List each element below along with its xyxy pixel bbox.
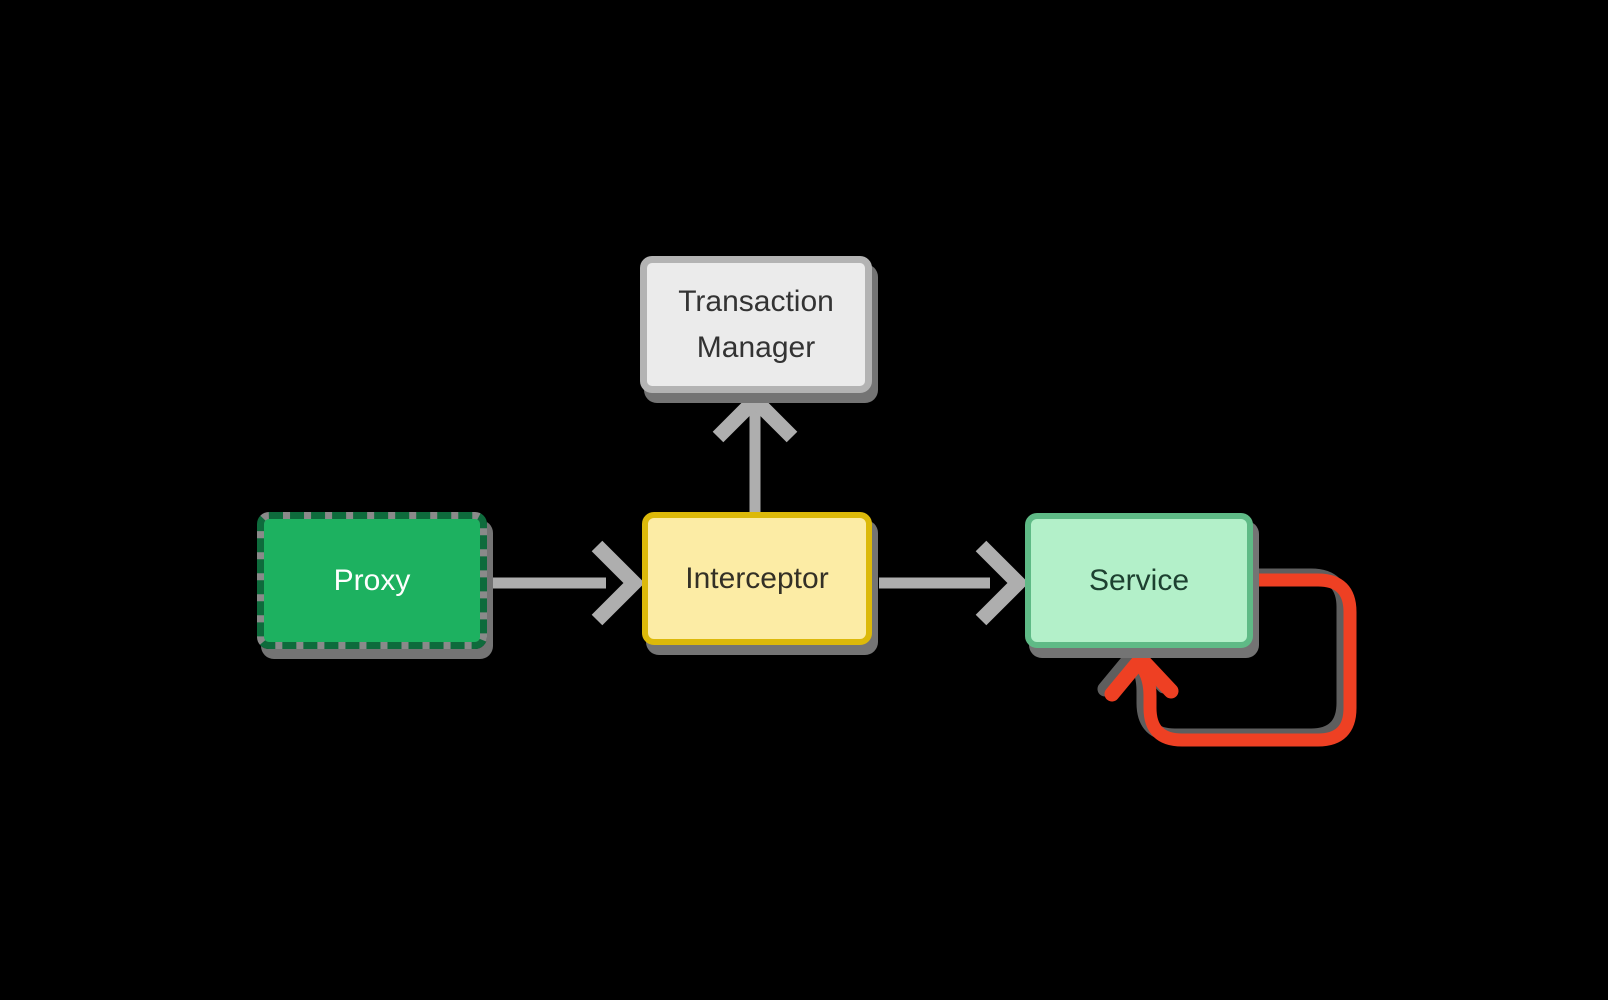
edge-service-self-loop-line [1135, 573, 1357, 747]
edge-interceptor-to-transaction-manager [712, 389, 798, 512]
node-transaction-manager-label: Transaction Manager [678, 284, 834, 364]
node-service-label: Service [1088, 563, 1190, 597]
edge-interceptor-to-service [879, 540, 1029, 626]
node-proxy-label: Proxy [333, 563, 411, 597]
node-interceptor-label: Interceptor [685, 561, 829, 595]
edge-proxy-to-interceptor-arrowhead-icon [591, 540, 645, 626]
node-transaction-manager: Transaction Manager [640, 256, 872, 393]
node-interceptor: Interceptor [642, 512, 872, 645]
edge-proxy-to-interceptor [493, 540, 645, 626]
edge-interceptor-to-transaction-manager-arrowhead-icon [712, 389, 798, 443]
node-proxy: Proxy [257, 512, 487, 649]
edge-interceptor-to-service-arrowhead-icon [975, 540, 1029, 626]
edge-service-self-loop [1104, 573, 1357, 747]
node-service: Service [1025, 513, 1253, 648]
edge-service-self-loop-arrowhead-icon [1104, 651, 1179, 702]
